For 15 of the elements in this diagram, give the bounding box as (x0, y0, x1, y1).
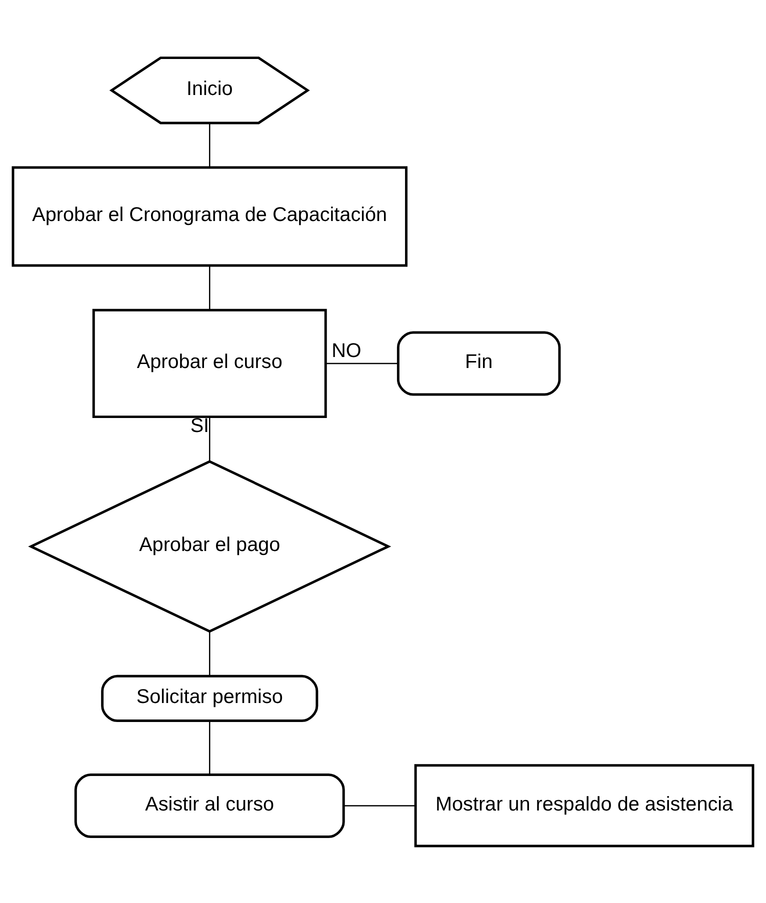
connector (209, 720, 210, 774)
edge-label: NO (332, 340, 362, 362)
connector (344, 804, 416, 806)
node-diamond: Aprobar el pago (28, 460, 392, 632)
node-box: Solicitar permiso (101, 674, 318, 722)
node-box: Asistir al curso (74, 772, 345, 838)
connector (209, 416, 210, 461)
node-box: Mostrar un respaldo de asistencia (414, 764, 754, 847)
connector (209, 631, 210, 676)
connector (326, 362, 398, 364)
node-box: Fin (396, 330, 561, 396)
node-box: Aprobar el curso (92, 308, 327, 418)
connector (209, 265, 210, 310)
node-box: Aprobar el Cronograma de Capacitación (12, 166, 408, 266)
connector (209, 122, 210, 167)
